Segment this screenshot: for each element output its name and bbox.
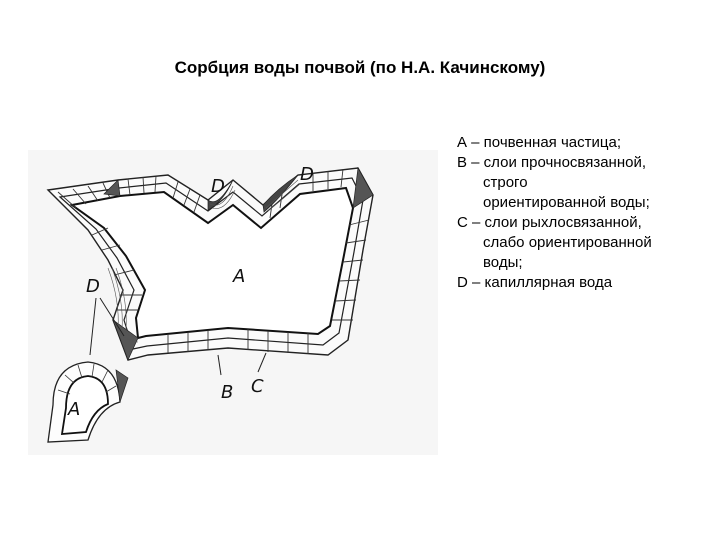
legend-line: слабо ориентированной — [457, 233, 715, 253]
legend-line: С – слои рыхлосвязанной, — [457, 213, 715, 233]
legend-item-b: В – слои прочносвязанной, строго ориенти… — [457, 153, 715, 213]
legend: А – почвенная частица; В – слои прочносв… — [457, 133, 715, 293]
soil-water-sorption-diagram: D D D A A B C — [28, 150, 438, 455]
legend-item-a: А – почвенная частица; — [457, 133, 715, 153]
label-a-center: A — [232, 266, 245, 287]
legend-line: ориентированной воды; — [457, 193, 715, 213]
legend-line: воды; — [457, 253, 715, 273]
diagram-svg: D D D A A B C — [28, 150, 438, 455]
label-d-top-right: D — [300, 164, 314, 185]
label-b: B — [221, 382, 233, 403]
label-d-left: D — [86, 276, 100, 297]
legend-line: А – почвенная частица; — [457, 133, 715, 153]
legend-item-d: D – капиллярная вода — [457, 273, 715, 293]
legend-line: D – капиллярная вода — [457, 273, 715, 293]
legend-line: строго — [457, 173, 715, 193]
label-d-top-left: D — [211, 176, 225, 197]
label-c: C — [251, 376, 264, 397]
label-a-small: A — [67, 399, 80, 420]
slide-title: Сорбция воды почвой (по Н.А. Качинскому) — [0, 58, 720, 78]
legend-line: В – слои прочносвязанной, — [457, 153, 715, 173]
legend-item-c: С – слои рыхлосвязанной, слабо ориентиро… — [457, 213, 715, 273]
